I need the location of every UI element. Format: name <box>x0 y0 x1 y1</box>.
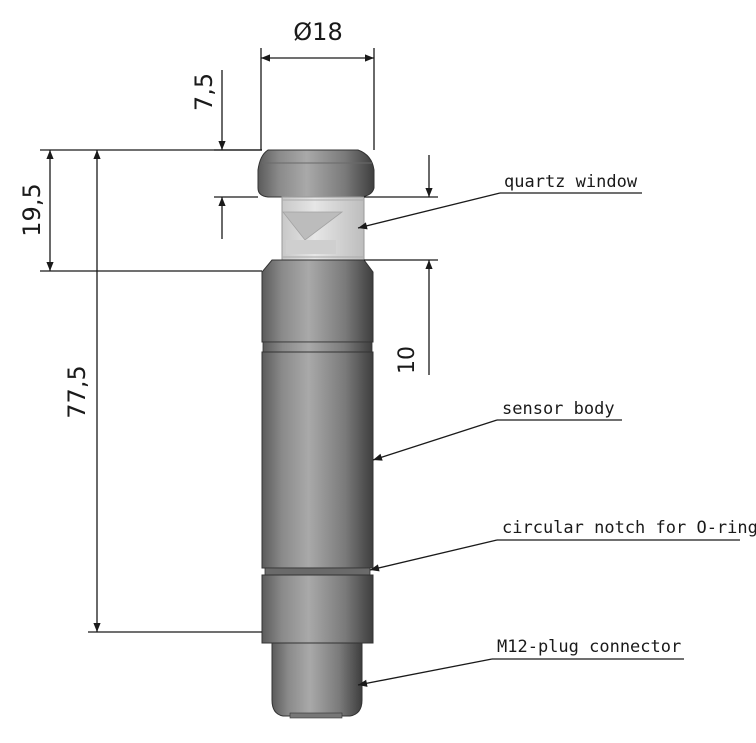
cap-height-dimension: 7,5 <box>190 70 262 239</box>
sensor-cap <box>257 149 375 198</box>
overall-length-dimension: 77,5 <box>63 150 262 633</box>
o-ring-notch-label: circular notch for O-ring <box>502 518 756 538</box>
callout-quartz-window: quartz window <box>357 172 642 230</box>
callout-m12-connector: M12-plug connector <box>357 637 684 687</box>
sensor-part <box>257 149 375 719</box>
body-groove <box>262 341 373 353</box>
lower-collar <box>261 574 374 644</box>
overall-length-label: 77,5 <box>63 365 91 418</box>
sensor-body-label: sensor body <box>502 399 615 419</box>
m12-connector <box>271 642 363 717</box>
window-opening-dimension: 10 <box>364 155 438 375</box>
window-prism <box>282 211 344 241</box>
window-opening-label: 10 <box>395 346 420 374</box>
o-ring-notch <box>264 567 371 576</box>
diameter-dimension: Ø18 <box>260 18 375 150</box>
window-height-dimension: 19,5 <box>18 149 262 272</box>
cap-height-label: 7,5 <box>190 73 218 111</box>
sensor-body <box>261 351 374 569</box>
callout-o-ring-notch: circular notch for O-ring <box>369 518 756 572</box>
upper-body <box>261 259 374 343</box>
quartz-window-label: quartz window <box>504 172 638 192</box>
window-height-label: 19,5 <box>18 183 46 236</box>
m12-connector-label: M12-plug connector <box>497 637 681 657</box>
callout-sensor-body: sensor body <box>372 399 622 461</box>
diameter-label: Ø18 <box>293 18 342 46</box>
